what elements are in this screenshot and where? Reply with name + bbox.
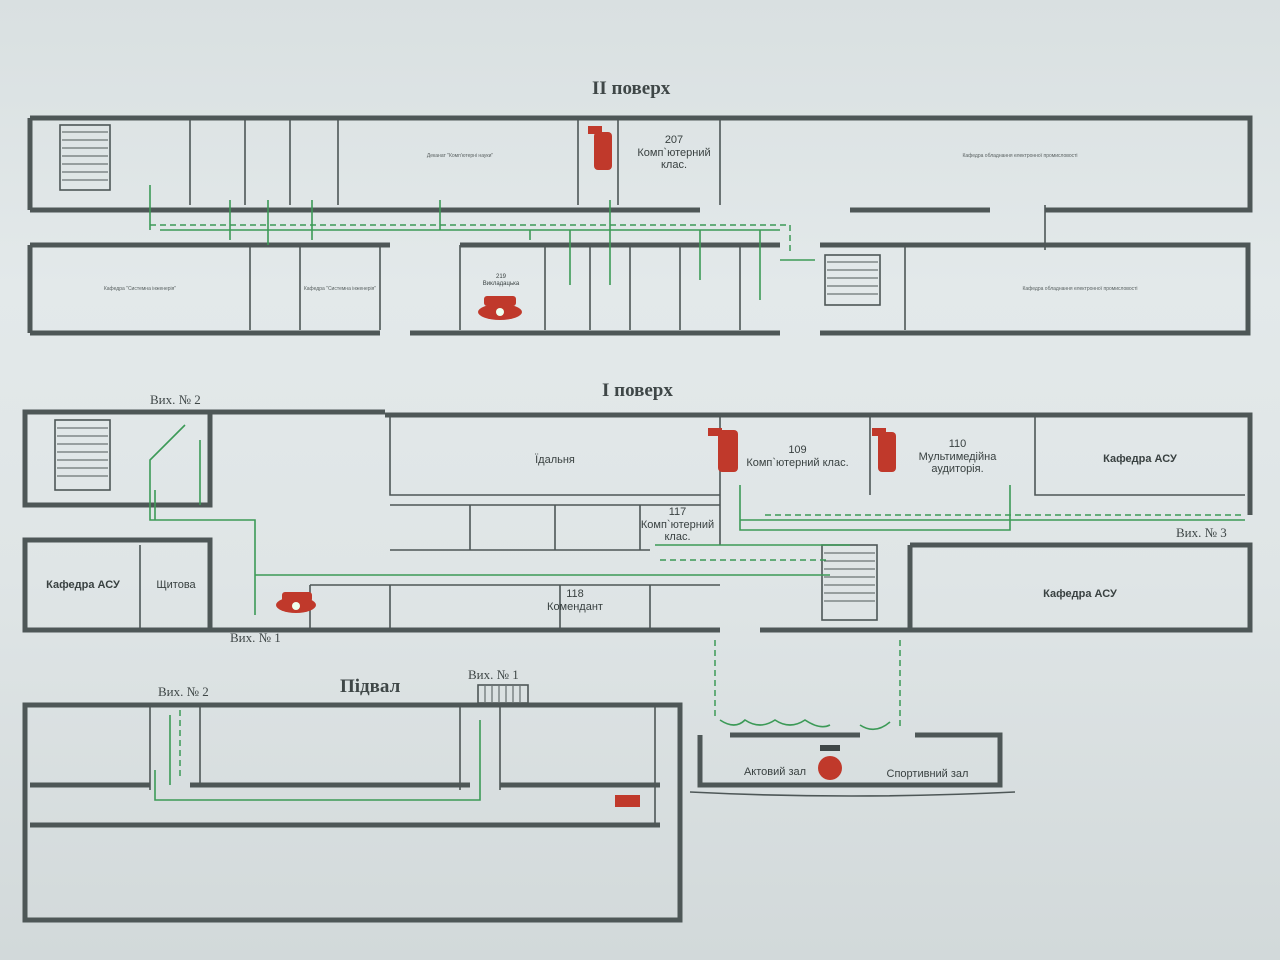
fire-extinguisher-icon — [708, 428, 738, 472]
room-219-label: 219 Викладацька — [482, 274, 520, 287]
room-dekanat-label: Деканат "Комп'ютерні науки" — [426, 153, 494, 159]
room-kaf-l1-label: Кафедра "Системна інженерія" — [103, 286, 177, 292]
staircase-icon — [821, 544, 878, 621]
first-floor-title: I поверх — [602, 380, 673, 401]
fire-extinguisher-icon — [872, 428, 896, 472]
basement-title: Підвал — [340, 676, 401, 697]
second-floor-plan — [27, 115, 1253, 336]
room-asu-2-label: Кафедра АСУ — [46, 579, 120, 591]
staircase-icon — [54, 419, 111, 491]
exit-3-label: Вих. № 3 — [1176, 525, 1227, 540]
annex-plan — [689, 718, 1016, 797]
first-floor-plan — [22, 409, 1253, 730]
room-117-label: 117 Комп`ютерний клас. — [640, 506, 715, 544]
room-shchytova-label: Щитова — [156, 579, 196, 591]
second-floor-title: II поверх — [592, 78, 671, 99]
room-kaf-r1-label: Кафедра обладнання електронної промислов… — [962, 153, 1078, 159]
fire-extinguisher-icon — [615, 795, 640, 807]
exit-1-label: Вих. № 1 — [230, 630, 281, 645]
room-kaf-l2-label: Кафедра "Системна інженерія" — [303, 286, 377, 292]
phone-icon — [818, 745, 842, 780]
basement-exit-2-label: Вих. № 2 — [158, 684, 209, 699]
staircase-icon — [59, 124, 111, 191]
room-aktovyi-zal-label: Актовий зал — [743, 766, 807, 778]
room-109-label: 109 Комп`ютерний клас. — [746, 444, 849, 469]
room-110-label: 110 Мультимедійна аудиторія. — [918, 438, 997, 476]
room-118-label: 118 Комендант — [547, 588, 603, 613]
exit-2-label: Вих. № 2 — [150, 392, 201, 407]
staircase-icon — [824, 254, 881, 306]
basement-exit-1-label: Вих. № 1 — [468, 667, 519, 682]
room-asu-1-label: Кафедра АСУ — [1103, 453, 1177, 465]
room-canteen-label: Їдальня — [535, 454, 575, 466]
basement-plan — [22, 684, 683, 923]
room-asu-3-label: Кафедра АСУ — [1043, 588, 1117, 600]
phone-icon — [478, 296, 522, 320]
room-kaf-r2-label: Кафедра обладнання електронної промислов… — [1022, 286, 1138, 292]
fire-extinguisher-icon — [588, 126, 612, 170]
room-207-label: 207 Комп`ютерний клас. — [637, 134, 711, 172]
phone-icon — [276, 592, 316, 613]
room-sportyvnyi-zal-label: Спортивний зал — [886, 768, 969, 780]
staircase-icon — [477, 684, 529, 704]
